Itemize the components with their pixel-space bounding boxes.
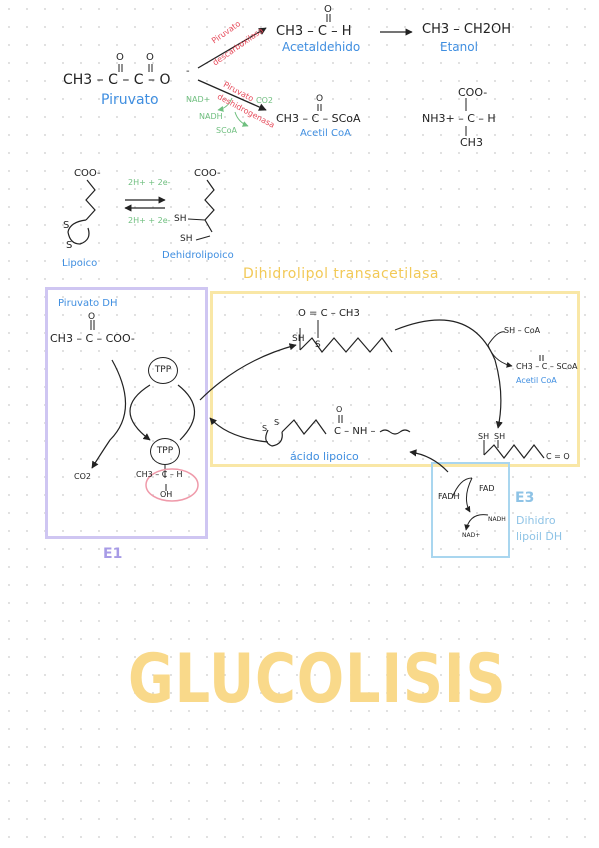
e3-fad: FAD [479,484,495,493]
e1-co2: CO2 [74,472,91,481]
e1-title: Piruvato DH [58,298,118,309]
dihydrolipoyl-transacetylase-title: Dihidrolipol transacetilasa [243,266,440,282]
acetylcoa-label-top: Acetil CoA [300,128,351,139]
lipoic-sulfur-top: S [63,220,70,231]
scoa-label: SCoA [216,126,238,135]
acetyl-lipoamide-s: S [315,340,321,350]
pyruvate-formula: CH3 – C – C – O [63,72,171,88]
dihydrolipoamide-sh-1: SH [478,432,490,441]
e3-label: E3 [515,490,535,506]
dihydrolipoic-carboxylate: COO- [194,168,221,179]
nadh-label: NADH [199,112,223,121]
e1-pyruvate-oxygen: O [88,312,96,322]
lipoic-acid-label: ácido lipoico [290,450,359,463]
dihydrolipoamide-carbonyl: C = O [546,452,570,461]
lipoic-label: Lipoico [62,258,98,269]
nad-label: NAD+ [186,95,211,104]
hydroxyethyl-oh: OH [160,490,173,499]
acetylcoa-label-e2: Acetil CoA [516,376,557,385]
pyruvate-label: Piruvato [101,92,159,108]
dihydrolipoamide-sh-2: SH [494,432,506,441]
acetylcoa-formula-top: CH3 – C – SCoA [276,112,361,125]
e3-fadh: FADH [438,492,460,501]
acetaldehyde-label: Acetaldehido [282,40,361,54]
e3-nadh: NADH [488,516,506,523]
equilibrium-bottom-label: 2H+ + 2e- [128,216,171,225]
pyruvate-minus: - [186,66,190,77]
ethanol-formula: CH3 – CH2OH [422,22,512,37]
e3-nad: NAD+ [462,532,481,539]
lipoamide-sulfur-1: S [262,424,268,433]
alanine-amine: NH3+ – C – H [422,112,496,125]
dihydrolipoic-sh-bottom: SH [180,234,193,244]
pyruvate-oxygen-1: O [116,52,124,63]
acetaldehyde-formula: CH3 – C – H [276,24,352,39]
acetylcoa-oxygen-top: O [316,94,324,104]
acetaldehyde-oxygen: O [324,4,332,15]
tpp-circle-bottom: TPP [150,438,180,465]
lipoamide-sulfur-2: S [274,418,280,427]
dihydrolipoic-label: Dehidrolipoico [162,250,234,261]
lipoamide-oxygen: O [336,405,343,414]
e1-box [45,287,208,539]
e3-name-line1: Dihidro [516,514,556,527]
glucolisis-heading: GLUCOLISIS [128,640,507,719]
alanine-methyl: CH3 [460,136,483,149]
acetylcoa-formula-e2: CH3 – C – SCoA [516,362,578,371]
e3-name-line2: lipoil DH [516,530,563,543]
dihydrolipoyl-transacetylase-box [210,291,580,467]
e1-pyruvate-formula: CH3 – C – COO- [50,332,135,345]
pyruvate-oxygen-2: O [146,52,154,63]
coa-sh: SH – CoA [504,326,541,335]
dihydrolipoic-sh-top: SH [174,214,187,224]
tpp-circle-top: TPP [148,357,178,384]
ethanol-label: Etanol [440,40,478,54]
lipoic-sulfur-bottom: S [66,240,73,251]
acetyl-group: O = C – CH3 [298,308,360,319]
e1-label: E1 [103,546,123,562]
equilibrium-top-label: 2H+ + 2e- [128,178,171,187]
lipoic-carboxylate: COO- [74,168,101,179]
hydroxyethyl-formula: CH3 – C – H [136,470,183,479]
co2-label: CO2 [256,96,273,105]
alanine-carboxylate: COO- [458,86,488,99]
acetyl-lipoamide-sh: SH [292,334,305,344]
e3-box [431,462,510,558]
lipoamide-linkage: C – NH – [334,426,376,437]
